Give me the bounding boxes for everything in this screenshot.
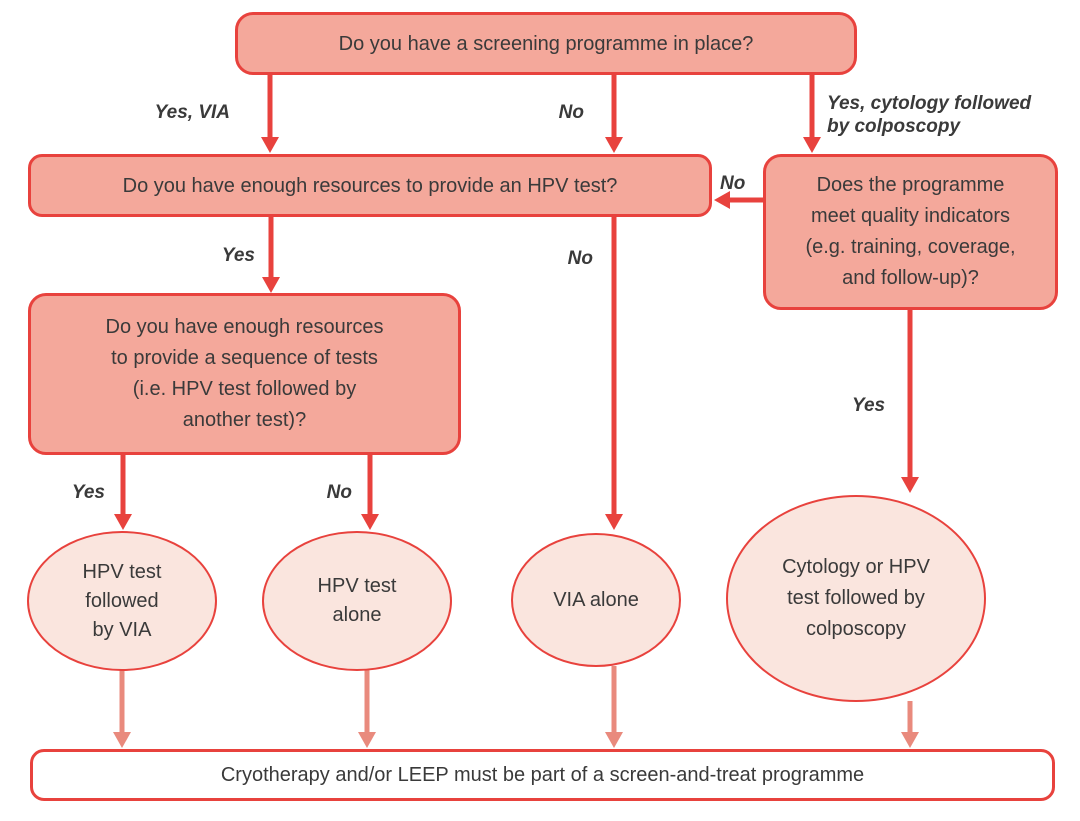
edge-label-no-sequence: No	[326, 482, 352, 503]
arrow-sequence-no-to-hpv-alone	[361, 453, 379, 530]
arrow-no-to-via-alone	[605, 215, 623, 530]
edge-label-yes-cytology: Yes, cytology followed by colposcopy	[827, 93, 1032, 138]
node-treatment: Cryotherapy and/or LEEP must be part of …	[30, 749, 1055, 801]
edge-label-yes-quality: Yes	[852, 395, 886, 416]
node-screening-programme: Do you have a screening programme in pla…	[235, 12, 857, 75]
node-cytology-colposcopy: Cytology or HPV test followed by colposc…	[726, 495, 986, 702]
node-sequence-resources: Do you have enough resources to provide …	[28, 293, 461, 455]
arrow-cytology-to-treatment	[901, 701, 919, 748]
arrow-quality-no-to-hpv-resources	[714, 191, 764, 209]
arrow-sequence-yes-to-hpv-then-via	[114, 453, 132, 530]
edge-label-yes-sequence: Yes	[71, 482, 105, 503]
node-hpv-resources: Do you have enough resources to provide …	[28, 154, 712, 217]
edge-label-no-quality: No	[720, 173, 746, 194]
edge-label-yes-hpv-resources: Yes	[221, 245, 255, 266]
edge-label-no-screening: No	[558, 102, 584, 123]
node-via-alone: VIA alone	[511, 533, 681, 667]
arrow-start-to-quality	[803, 73, 821, 153]
arrow-hpv-alone-to-treatment	[358, 670, 376, 748]
node-quality-indicators: Does the programme meet quality indicato…	[763, 154, 1058, 310]
node-hpv-alone: HPV test alone	[262, 531, 452, 671]
node-hpv-then-via: HPV test followed by VIA	[27, 531, 217, 671]
arrow-start-no-down	[605, 73, 623, 153]
arrow-start-to-hpv-resources	[261, 73, 279, 153]
arrow-hpv-then-via-to-treatment	[113, 670, 131, 748]
edge-label-yes-via: Yes, VIA	[154, 102, 230, 123]
arrow-quality-yes-to-cytology	[901, 308, 919, 493]
edge-label-no-hpv-resources: No	[567, 248, 593, 269]
arrow-via-alone-to-treatment	[605, 666, 623, 748]
arrow-hpv-resources-to-sequence	[262, 215, 280, 293]
